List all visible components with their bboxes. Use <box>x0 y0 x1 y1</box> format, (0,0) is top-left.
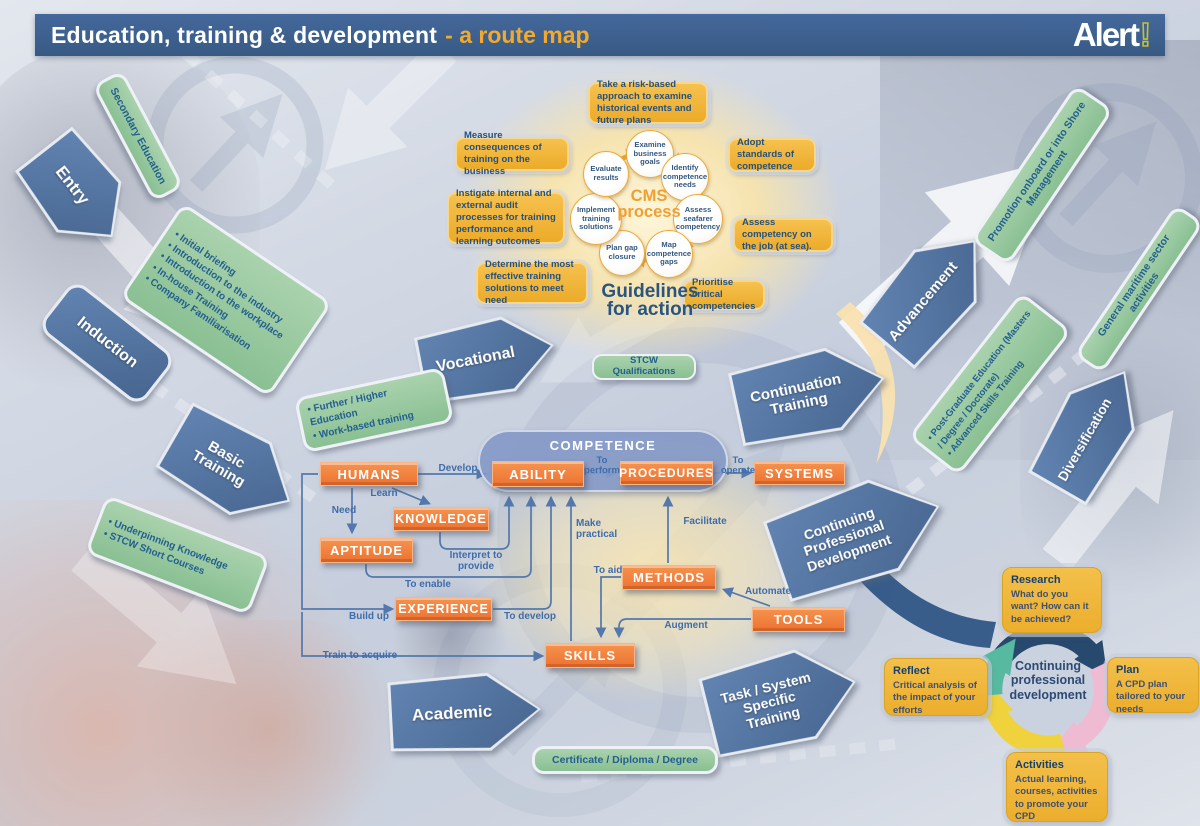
green-note-vocational-items: Further / Higher Education Work-based tr… <box>293 366 455 454</box>
green-note-stcw-qualifications: STCW Qualifications <box>592 354 696 380</box>
edge-label-to-perform: To perform <box>584 455 620 476</box>
edge-label-facilitate: Facilitate <box>683 516 727 527</box>
edge-label-learn: Learn <box>370 488 398 499</box>
cms-note-audit: Instigate internal and external audit pr… <box>447 188 565 247</box>
green-note-certificate: Certificate / Diploma / Degree <box>532 746 718 774</box>
green-note-maritime: General maritime sector activities <box>1074 204 1200 374</box>
cpd-activities-text: Actual learning, courses, activities to … <box>1015 774 1098 823</box>
cms-note-determine: Determine the most effective training so… <box>476 259 588 306</box>
node-systems: SYSTEMS <box>754 461 845 485</box>
edge-label-automate: Automate <box>744 586 792 597</box>
cpd-research-title: Research <box>1011 574 1061 586</box>
stage-diversification: Diversification <box>1024 352 1158 508</box>
edge-label-interpret: Interpret to provide <box>449 550 503 572</box>
stage-task-system-training: Task / System Specific Training <box>697 637 867 763</box>
page-title: Education, training & development <box>51 21 438 48</box>
alert-exclaim: ! <box>1139 15 1152 54</box>
stage-academic: Academic <box>387 670 543 756</box>
cpd-box-activities: Activities Actual learning, courses, act… <box>1006 752 1108 822</box>
edge-label-augment: Augment <box>664 620 708 631</box>
cpd-reflect-title: Reflect <box>893 665 930 677</box>
cpd-center-label: Continuing professional development <box>1009 659 1087 702</box>
edge-label-make-practical: Make practical <box>576 518 618 540</box>
guidelines-caption: Guidelines for action <box>601 281 699 321</box>
node-humans: HUMANS <box>320 462 418 486</box>
edge-label-to-enable: To enable <box>405 579 451 590</box>
node-skills: SKILLS <box>545 643 635 668</box>
cms-title: CMS process <box>617 187 681 221</box>
node-procedures: PROCEDURES <box>619 461 713 485</box>
cpd-research-text: What do you want? How can it be achieved… <box>1011 589 1089 625</box>
alert-logo: Alert! <box>1072 15 1152 54</box>
node-experience: EXPERIENCE <box>395 597 492 621</box>
cms-step-evaluate: Evaluate results <box>583 151 629 197</box>
edge-label-train-to-acquire: Train to acquire <box>322 650 398 661</box>
node-ability: ABILITY <box>492 461 584 487</box>
cpd-box-research: Research What do you want? How can it be… <box>1002 567 1102 633</box>
title-bar: Education, training & development - a ro… <box>35 14 1165 56</box>
cms-note-measure: Measure consequences of training on the … <box>455 130 569 177</box>
cms-note-assess-job: Assess competency on the job (at sea). <box>733 217 833 252</box>
cpd-plan-title: Plan <box>1116 664 1140 676</box>
edge-label-to-aid: To aid <box>593 565 623 576</box>
green-note-promotion: Promotion onboard or into Shore Manageme… <box>970 84 1114 266</box>
edge-label-need: Need <box>331 505 357 516</box>
stage-continuation-training: Continuation Training <box>727 337 893 451</box>
node-methods: METHODS <box>622 565 716 590</box>
cpd-plan-text: A CPD plan tailored to your needs <box>1116 679 1186 715</box>
edge-label-develop: Develop <box>438 463 478 474</box>
stage-basic-training: Basic Training <box>153 398 311 538</box>
dash-trail-top <box>182 49 338 192</box>
edge-label-build-up: Build up <box>349 611 389 622</box>
page-subtitle: - a route map <box>445 21 590 48</box>
node-tools: TOOLS <box>752 607 845 632</box>
competence-title: COMPETENCE <box>549 438 657 453</box>
cpd-activities-title: Activities <box>1015 759 1064 771</box>
cms-step-map: Map competence gaps <box>645 230 693 278</box>
edge-label-to-develop: To develop <box>503 611 557 622</box>
node-aptitude: APTITUDE <box>320 538 413 563</box>
cms-step-examine: Examine business goals <box>626 130 674 178</box>
edge-label-to-operate: To operate <box>720 455 756 476</box>
cms-note-risk: Take a risk-based approach to examine hi… <box>588 79 708 126</box>
cpd-reflect-text: Critical analysis of the impact of your … <box>893 680 977 716</box>
cms-note-prioritise: Prioritise critical competencies <box>683 277 765 312</box>
cms-note-adopt: Adopt standards of competence <box>728 137 816 172</box>
cpd-box-plan: Plan A CPD plan tailored to your needs <box>1107 657 1199 715</box>
cpd-box-reflect: Reflect Critical analysis of the impact … <box>884 658 988 716</box>
node-knowledge: KNOWLEDGE <box>393 507 489 531</box>
